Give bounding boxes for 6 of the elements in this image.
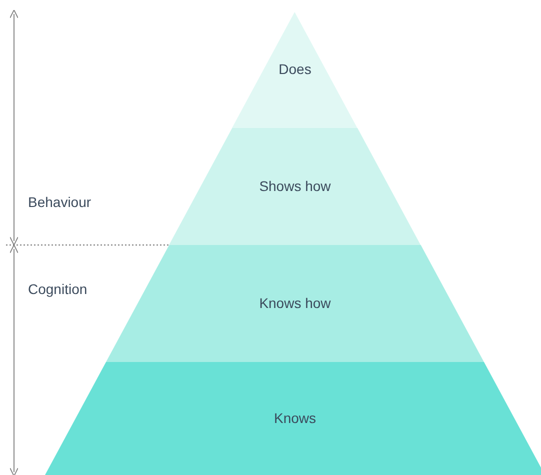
range-label: Behaviour bbox=[28, 194, 92, 210]
level-label: Knows bbox=[272, 410, 318, 426]
level-label: Knows how bbox=[258, 294, 332, 310]
level-label: Does bbox=[278, 61, 312, 77]
range-label: Cognition bbox=[28, 281, 88, 297]
level-label: Shows how bbox=[258, 178, 332, 194]
